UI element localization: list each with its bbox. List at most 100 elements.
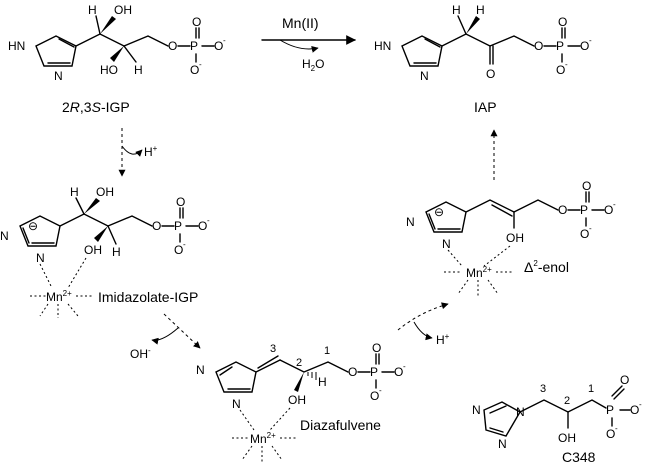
carbon-number-3: 3: [540, 383, 546, 395]
atom-o: O: [534, 39, 543, 53]
diazafulvene-molecule: N N 3 2 1 OH H O P O O - O - Mn2+ Diazaf…: [196, 341, 406, 462]
label-diazafulvene: Diazafulvene: [300, 417, 381, 433]
atom-oh: OH: [84, 243, 102, 257]
atom-h: H: [112, 245, 121, 259]
atom-n: N: [36, 251, 45, 265]
atom-o: O: [606, 427, 615, 441]
reprotonation-arrow: H+: [397, 302, 450, 347]
charge-minus: -: [207, 216, 210, 225]
charge-minus: -: [183, 240, 186, 249]
main-reaction-arrow: Mn(II) H2O: [261, 15, 356, 73]
atom-n: N: [516, 405, 525, 419]
iap-molecule: HN N H H O O P O O - O - IAP: [374, 3, 592, 115]
proton-label: H+: [144, 144, 158, 159]
atom-o: O: [168, 39, 177, 53]
atom-hn: HN: [8, 39, 25, 53]
carbon-number-2: 2: [564, 395, 570, 407]
atom-h: H: [70, 185, 79, 199]
atom-mn: Mn2+: [466, 265, 492, 280]
atom-n: N: [442, 237, 451, 251]
atom-o: O: [152, 219, 161, 233]
carbon-number-3: 3: [270, 343, 276, 355]
atom-oh: OH: [96, 185, 114, 199]
mn-center-1: Mn2+: [30, 257, 92, 318]
carbon-number-1: 1: [588, 383, 594, 395]
atom-o: O: [190, 63, 199, 77]
atom-p: P: [606, 403, 614, 417]
charge-minus: -: [639, 400, 642, 409]
label-igp: 2R,3S-IGP: [62, 99, 130, 115]
carbon-number-1: 1: [324, 345, 330, 357]
atom-n: N: [498, 437, 507, 451]
label-iap: IAP: [474, 99, 497, 115]
atom-n: N: [0, 229, 9, 243]
atom-o: O: [192, 15, 201, 29]
atom-o: O: [558, 15, 567, 29]
atom-n: N: [472, 403, 481, 417]
atom-oh: OH: [288, 393, 306, 407]
atom-o: O: [214, 39, 223, 53]
atom-h: H: [318, 375, 327, 389]
atom-o: O: [198, 219, 207, 233]
atom-o: O: [558, 203, 567, 217]
atom-p: P: [556, 39, 564, 53]
label-catalyst: Mn(II): [282, 15, 319, 31]
label-imidazolate-igp: Imidazolate-IGP: [98, 289, 198, 305]
atom-o: O: [582, 179, 591, 193]
imidazolate-igp-molecule: N N ⊖ H OH OH H O P O O - O - Mn2+ Imida…: [0, 185, 210, 318]
charge-minus: -: [403, 362, 406, 371]
charge-minus: -: [589, 224, 592, 233]
atom-mn: Mn2+: [250, 431, 276, 446]
atom-n: N: [406, 215, 415, 229]
atom-n: N: [54, 69, 63, 83]
atom-o: O: [604, 203, 613, 217]
water-label: H2O: [302, 57, 324, 73]
atom-h: H: [134, 63, 143, 77]
charge-minus: -: [199, 60, 202, 69]
carbon-number-2: 2: [296, 357, 302, 369]
deprotonation-arrow-1: H+: [118, 128, 158, 177]
atom-mn: Mn2+: [46, 289, 72, 304]
label-enol: Δ2-enol: [524, 259, 569, 275]
charge-minus: -: [589, 36, 592, 45]
atom-n: N: [420, 69, 429, 83]
atom-p: P: [580, 203, 588, 217]
atom-o: O: [372, 341, 381, 355]
atom-oh: OH: [506, 231, 524, 245]
atom-o: O: [348, 365, 357, 379]
atom-ho: HO: [100, 63, 118, 77]
atom-hn: HN: [374, 39, 391, 53]
atom-o: O: [176, 195, 185, 209]
hydroxide-label: OH-: [130, 346, 151, 361]
atom-n: N: [196, 363, 205, 377]
elimination-arrow: OH-: [130, 313, 201, 361]
charge-minus: -: [379, 386, 382, 395]
charge-minus: -: [565, 60, 568, 69]
atom-h: H: [88, 3, 97, 17]
mn-center-3: Mn2+: [444, 245, 512, 296]
proton-label: H+: [436, 332, 450, 347]
atom-o: O: [394, 365, 403, 379]
igp-molecule: HN N H OH HO H O P O O - O - 2R,3S-IGP: [8, 3, 226, 115]
enol-molecule: N N ⊖ OH O P O O - O - Mn2+ Δ2-enol: [406, 179, 616, 296]
atom-h: H: [452, 3, 461, 17]
atom-h: H: [476, 3, 485, 17]
atom-oh: OH: [114, 3, 132, 17]
circled-minus: ⊖: [434, 205, 444, 219]
charge-minus: -: [613, 200, 616, 209]
atom-o: O: [580, 227, 589, 241]
atom-p: P: [174, 219, 182, 233]
atom-o: O: [580, 39, 589, 53]
atom-o: O: [620, 373, 629, 387]
atom-p: P: [190, 39, 198, 53]
atom-n: N: [232, 397, 241, 411]
circled-minus: ⊖: [28, 219, 38, 233]
charge-minus: -: [223, 36, 226, 45]
atom-o: O: [370, 389, 379, 403]
label-c348: C348: [562, 449, 596, 465]
c348-molecule: N N N 3 2 1 OH P O O - O - C348: [472, 373, 642, 465]
atom-p: P: [370, 365, 378, 379]
atom-o: O: [174, 243, 183, 257]
atom-oh: OH: [558, 431, 576, 445]
